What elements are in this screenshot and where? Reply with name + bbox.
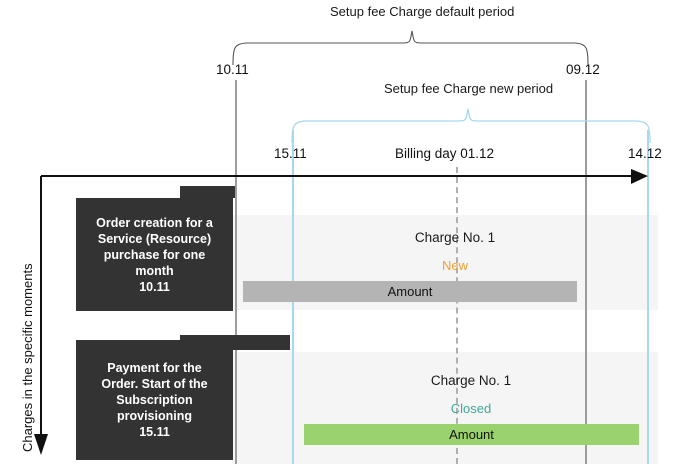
event-line: Order creation for a	[96, 215, 213, 230]
amount-bar-2: Amount	[304, 424, 639, 445]
brace-title-new-period: Setup fee Charge new period	[384, 81, 554, 96]
charge-title-2: Charge No. 1	[430, 373, 512, 388]
event-line: provisioning	[117, 409, 192, 423]
guide-line-10-11	[235, 80, 237, 464]
charge-status-2: Closed	[450, 401, 492, 416]
event-date: 10.11	[139, 279, 170, 294]
guide-line-14-12	[647, 130, 649, 464]
date-label-15-11: 15.11	[274, 146, 307, 161]
charge-row-background-2	[232, 352, 658, 464]
event-line: Order. Start of the	[101, 377, 208, 391]
event-line: Service (Resource)	[97, 231, 212, 246]
event-line: Subscription	[116, 393, 193, 407]
event-line: month	[135, 263, 174, 278]
event-line: Payment for the	[107, 361, 202, 375]
brace-new-period-path	[291, 108, 651, 144]
event-date: 15.11	[139, 425, 170, 439]
event-box-order-creation: Order creation for a Service (Resource) …	[76, 198, 233, 311]
charge-title-1: Charge No. 1	[414, 230, 496, 245]
y-axis-label: Charges in the specific moments	[20, 263, 35, 452]
charge-status-1: New	[441, 258, 468, 273]
billing-day-label: Billing day 01.12	[395, 146, 495, 161]
x-axis-arrowhead	[631, 169, 648, 184]
guide-line-billing-day	[456, 167, 458, 464]
brace-title-default-period: Setup fee Charge default period	[330, 4, 515, 19]
event-line: purchase for one	[103, 247, 206, 262]
guide-line-09-12	[585, 80, 587, 464]
event-tab-1	[180, 186, 235, 198]
date-label-09-12: 09.12	[566, 62, 600, 77]
y-axis-arrowhead	[34, 434, 48, 455]
date-label-10-11: 10.11	[216, 62, 249, 77]
date-label-14-12: 14.12	[628, 146, 662, 161]
brace-default-period-path	[232, 30, 589, 66]
event-box-payment-subscription: Payment for the Order. Start of the Subs…	[76, 340, 233, 460]
amount-bar-1: Amount	[243, 281, 577, 302]
